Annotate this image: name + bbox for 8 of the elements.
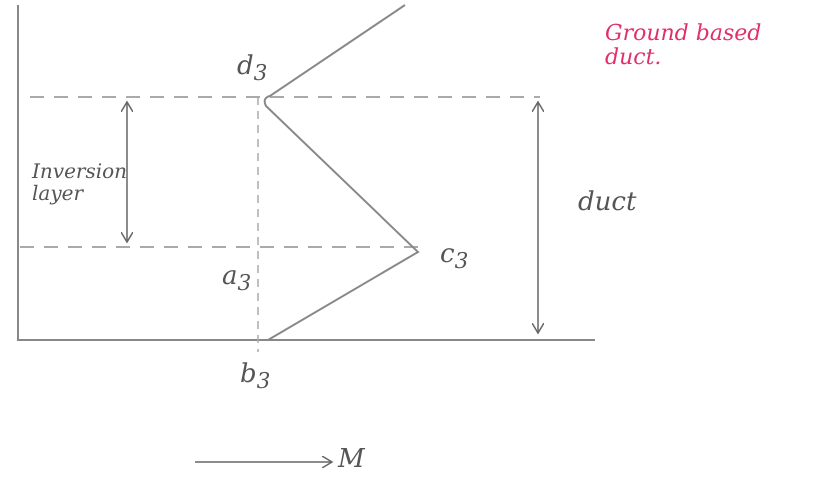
axis-label: M xyxy=(338,445,365,474)
region-label: Inversion layer xyxy=(32,160,128,204)
point-label: d$_{3}$ xyxy=(237,52,268,86)
point-label: a$_{3}$ xyxy=(222,262,252,296)
point-label: b$_{3}$ xyxy=(240,360,270,394)
point-label: c$_{3}$ xyxy=(440,240,468,274)
annotation-note: Ground based duct. xyxy=(605,22,762,70)
region-label: duct xyxy=(578,188,636,217)
